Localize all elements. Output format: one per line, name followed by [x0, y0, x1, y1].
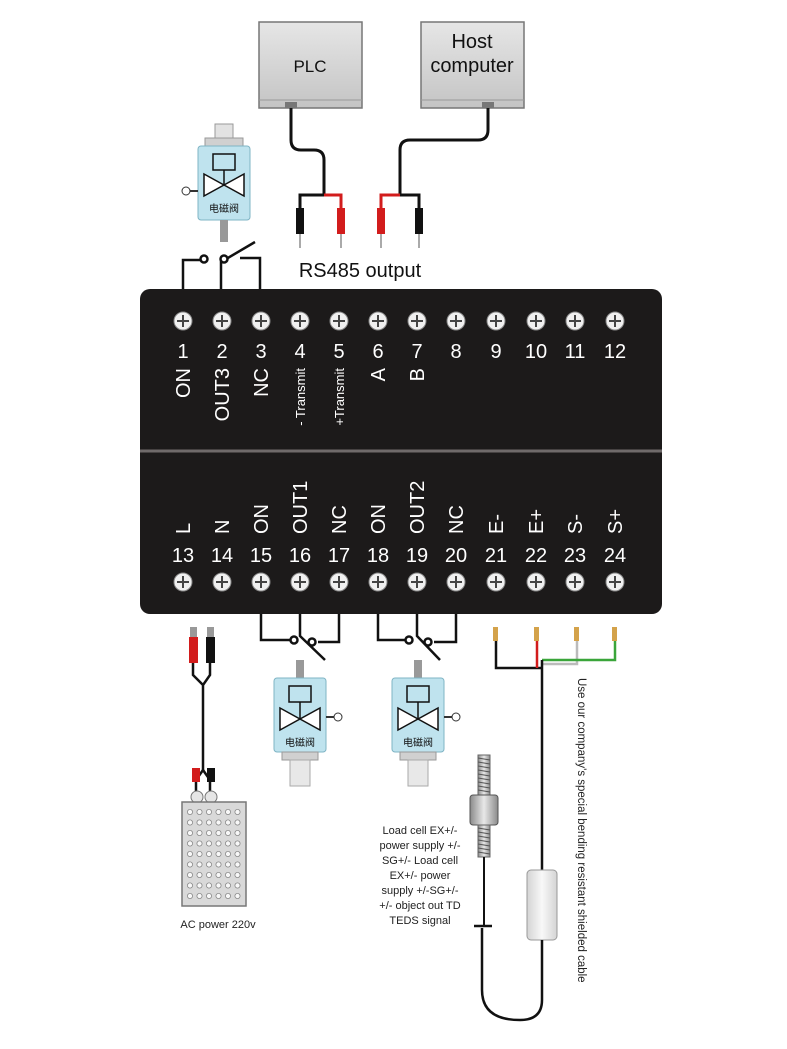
out1-valve-label: 电磁阀: [285, 736, 315, 749]
host-computer-device: Host computer: [420, 21, 525, 109]
terminal-name-24: S+: [605, 509, 627, 534]
terminal-screw-20: [446, 572, 466, 592]
cable-note: Use our company's special bending resist…: [575, 678, 587, 983]
terminal-name-1: ON: [173, 368, 195, 398]
terminal-number-17: 17: [328, 545, 350, 567]
terminal-number-18: 18: [367, 545, 389, 567]
out2-valve-label: 电磁阀: [403, 736, 433, 749]
terminal-screw-23: [565, 572, 585, 592]
terminal-number-1: 1: [177, 341, 188, 363]
terminal-name-7: B: [407, 368, 429, 381]
terminal-screw-7: [407, 311, 427, 331]
terminal-name-15: ON: [251, 504, 273, 534]
terminal-number-8: 8: [450, 341, 461, 363]
terminal-name-2: OUT3: [212, 368, 234, 421]
terminal-screw-1: [173, 311, 193, 331]
rs485-output-label: RS485 output: [299, 260, 422, 282]
terminal-name-4: - Transmit: [293, 368, 308, 426]
terminal-screw-11: [565, 311, 585, 331]
terminal-screw-22: [526, 572, 546, 592]
ac-power-cable: [189, 627, 215, 792]
terminal-number-7: 7: [411, 341, 422, 363]
terminal-number-15: 15: [250, 545, 272, 567]
terminal-name-18: ON: [368, 504, 390, 534]
terminal-screw-18: [368, 572, 388, 592]
terminal-number-22: 22: [525, 545, 547, 567]
terminal-screw-12: [605, 311, 625, 331]
plc-device: PLC: [258, 21, 363, 109]
cable-sleeve: [526, 869, 558, 941]
terminal-number-24: 24: [604, 545, 626, 567]
terminal-number-13: 13: [172, 545, 194, 567]
terminal-screw-17: [329, 572, 349, 592]
terminal-number-19: 19: [406, 545, 428, 567]
ac-power-label: AC power 220v: [180, 919, 256, 931]
out2-solenoid-valve: 电磁阀: [391, 660, 461, 787]
terminal-number-4: 4: [294, 341, 305, 363]
terminal-name-6: A: [368, 367, 390, 381]
load-cell: [469, 754, 499, 928]
terminal-name-5: +Transmit: [332, 368, 347, 426]
sensor-probes: [493, 627, 617, 641]
host-rs485-cable: [379, 108, 490, 208]
terminal-screw-15: [251, 572, 271, 592]
out2-relay-wiring: [376, 614, 458, 661]
sensor-wires: [494, 641, 617, 870]
terminal-number-2: 2: [216, 341, 227, 363]
rs485-probes: [296, 208, 423, 248]
sensor-cable-loop: [480, 928, 544, 1022]
terminal-screw-10: [526, 311, 546, 331]
terminal-screw-6: [368, 311, 388, 331]
terminal-name-20: NC: [446, 505, 468, 534]
out1-solenoid-valve: 电磁阀: [273, 660, 343, 787]
terminal-screw-16: [290, 572, 310, 592]
terminal-screw-2: [212, 311, 232, 331]
terminal-name-21: E-: [486, 514, 508, 534]
plc-label: PLC: [293, 57, 326, 76]
top-solenoid-valve: 电磁阀: [181, 123, 251, 242]
ac-power-supply: [181, 790, 247, 907]
terminal-name-19: OUT2: [407, 481, 429, 534]
bottom-terminal-row: 13 L 14 N 15 ON 16 OUT1 17 NC 18 ON 19 OUT2 20 NC 21 E- 22…: [172, 481, 627, 592]
terminal-number-21: 21: [485, 545, 507, 567]
terminal-number-11: 11: [565, 341, 586, 363]
terminal-name-13: L: [173, 523, 195, 534]
out1-relay-wiring: [259, 614, 341, 661]
terminal-number-6: 6: [372, 341, 383, 363]
terminal-number-12: 12: [604, 341, 626, 363]
terminal-screw-5: [329, 311, 349, 331]
terminal-name-23: S-: [565, 514, 587, 534]
terminal-screw-14: [212, 572, 232, 592]
terminal-number-3: 3: [255, 341, 266, 363]
terminal-screw-8: [446, 311, 466, 331]
terminal-number-9: 9: [490, 341, 501, 363]
terminal-name-17: NC: [329, 505, 351, 534]
terminal-name-16: OUT1: [290, 481, 312, 534]
terminal-screw-19: [407, 572, 427, 592]
terminal-screw-4: [290, 311, 310, 331]
top-valve-label: 电磁阀: [209, 202, 239, 215]
load-cell-note: Load cell EX+/- power supply +/-SG+/- Lo…: [379, 825, 461, 927]
host-label-line2: computer: [430, 55, 514, 77]
host-label-line1: Host: [451, 31, 493, 53]
terminal-screw-13: [173, 572, 193, 592]
terminal-number-10: 10: [525, 341, 547, 363]
terminal-number-14: 14: [211, 545, 233, 567]
top-relay-wiring: [181, 240, 262, 292]
terminal-number-23: 23: [564, 545, 586, 567]
terminal-name-3: NC: [251, 368, 273, 397]
terminal-screw-21: [486, 572, 506, 592]
plc-rs485-cable: [289, 108, 343, 208]
terminal-number-5: 5: [333, 341, 344, 363]
terminal-number-20: 20: [445, 545, 467, 567]
terminal-screw-24: [605, 572, 625, 592]
terminal-number-16: 16: [289, 545, 311, 567]
terminal-screw-3: [251, 311, 271, 331]
terminal-name-22: E+: [526, 509, 548, 534]
terminal-screw-9: [486, 311, 506, 331]
terminal-name-14: N: [212, 520, 234, 534]
